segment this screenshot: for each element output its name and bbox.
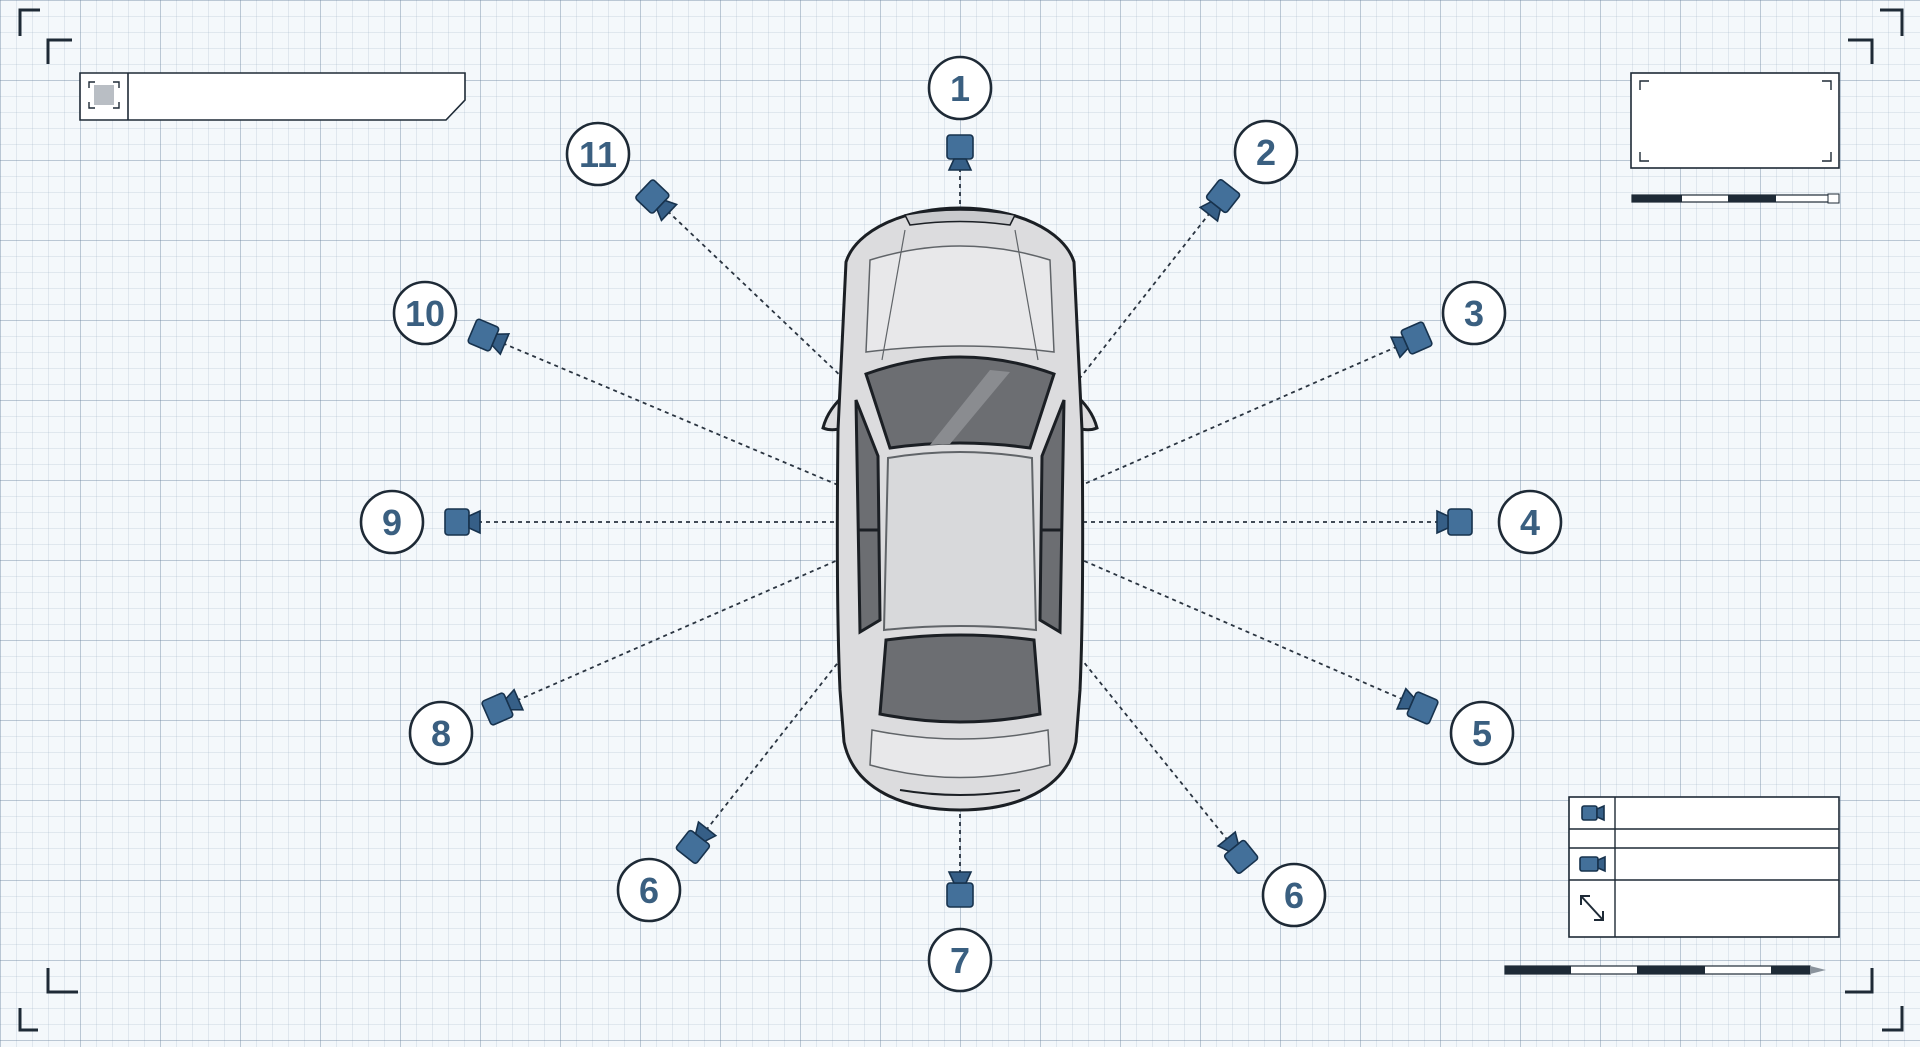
camera-label-circle (1261, 862, 1327, 928)
title-box-frame (79, 72, 466, 121)
camera-label-circle (565, 121, 631, 187)
camera-label-number: 5 (1472, 713, 1492, 754)
connector-line-2 (1079, 199, 1221, 379)
frame-corner-outer-top-left (18, 8, 40, 36)
car-top-view (821, 206, 1099, 812)
camera-label-circle (1449, 700, 1515, 766)
expand-arrows-icon (1580, 895, 1604, 921)
camera-labels: 1 2 3 4 5 6 7 6 8 9 10 11 (359, 55, 1563, 993)
camera-label-circle (1441, 280, 1507, 346)
car-trunk (869, 729, 1051, 779)
camera-label-number: 11 (579, 134, 617, 175)
legend-table (1504, 796, 1840, 975)
rear-window (878, 633, 1042, 724)
camera-icon (467, 318, 511, 356)
car-hood (865, 245, 1055, 353)
frame-corner-inner-bottom-left (46, 968, 78, 994)
camera-label-number: 4 (1520, 502, 1540, 543)
connector-line-3 (1081, 339, 1413, 486)
frame-corner-inner-top-right (1848, 38, 1874, 64)
camera-icon (1216, 830, 1259, 874)
camera-label-circle (1233, 119, 1299, 185)
connector-line-12 (655, 199, 846, 381)
frame-corner-inner-bottom-right (1845, 968, 1874, 994)
camera-label-number: 2 (1256, 132, 1276, 173)
camera-group (444, 134, 1473, 908)
camera-icon (946, 134, 974, 171)
camera-icon (444, 508, 481, 536)
camera-icon (1436, 508, 1473, 536)
connector-line-11 (487, 336, 839, 486)
scale-bar-top (1631, 193, 1840, 204)
image-placeholder-icon (88, 81, 120, 109)
camera-label-circle (1497, 489, 1563, 555)
camera-label-badge: 4 (1497, 489, 1563, 555)
camera-front-icon (1581, 804, 1605, 822)
camera-label-badge: 10 (392, 280, 458, 346)
camera-label-badge: 9 (359, 489, 425, 555)
camera-label-circle (927, 55, 993, 121)
car-roof (882, 451, 1038, 632)
camera-label-number: 9 (382, 502, 402, 543)
camera-side-icon (1579, 855, 1606, 873)
camera-label-circle (359, 489, 425, 555)
camera-icon (1198, 179, 1241, 223)
camera-label-badge: 11 (565, 121, 631, 187)
legend-table-frame (1568, 796, 1840, 938)
camera-label-circle (408, 700, 474, 766)
left-side-windows (854, 399, 882, 635)
camera-label-badge: 6 (1261, 862, 1327, 928)
info-panel-top-right (1630, 72, 1840, 204)
right-side-windows (1038, 399, 1066, 635)
camera-label-badge: 8 (408, 700, 474, 766)
frame-corner-inner-top-left (46, 38, 72, 64)
connector-line-5 (1081, 559, 1419, 707)
camera-label-number: 6 (1284, 875, 1304, 916)
windshield (864, 355, 1056, 450)
camera-label-circle (616, 857, 682, 923)
camera-label-badge: 7 (927, 927, 993, 993)
connector-line-6 (1081, 659, 1239, 854)
camera-label-number: 7 (950, 940, 970, 981)
camera-icon (675, 820, 718, 864)
camera-label-badge: 3 (1441, 280, 1507, 346)
camera-icon (1395, 687, 1439, 725)
camera-label-circle (392, 280, 458, 346)
frame-corner-outer-bottom-right (1882, 1006, 1904, 1032)
connector-lines (462, 152, 1455, 890)
camera-icon (1389, 321, 1433, 359)
camera-label-badge: 6 (616, 857, 682, 923)
camera-label-number: 6 (639, 870, 659, 911)
camera-label-badge: 5 (1449, 700, 1515, 766)
camera-icon (481, 688, 525, 726)
frame-corner-outer-bottom-left (18, 1008, 38, 1032)
camera-label-number: 8 (431, 713, 451, 754)
connector-line-8 (695, 659, 841, 844)
camera-label-number: 1 (950, 68, 970, 109)
frame-corners (18, 8, 1904, 1032)
camera-label-number: 10 (405, 293, 445, 334)
camera-label-number: 3 (1464, 293, 1484, 334)
camera-icon (635, 179, 679, 222)
connector-line-9 (501, 559, 839, 708)
camera-label-badge: 2 (1233, 119, 1299, 185)
frame-corner-outer-top-right (1880, 8, 1904, 36)
camera-label-badge: 1 (927, 55, 993, 121)
camera-icon (946, 871, 974, 908)
title-box (79, 72, 466, 121)
camera-label-circle (927, 927, 993, 993)
info-panel-frame (1630, 72, 1840, 169)
scale-bar-bottom (1504, 965, 1826, 975)
